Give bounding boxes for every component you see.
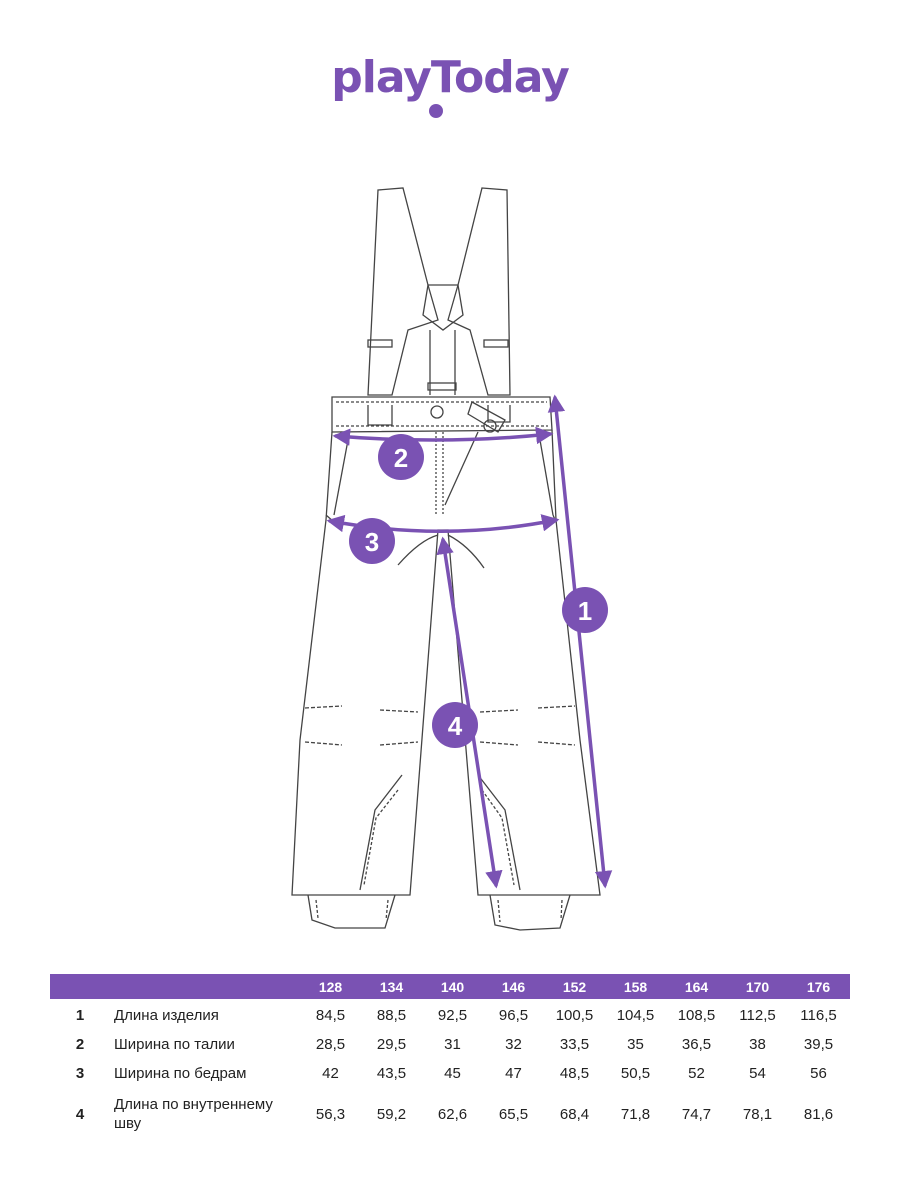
table-cell: 68,4 (559, 1105, 590, 1123)
size-header: 140 (440, 978, 465, 995)
table-cell: 36,5 (681, 1036, 712, 1053)
table-cell: 31 (444, 1036, 461, 1053)
marker-3-label: 3 (365, 527, 379, 557)
table-row: 2 Ширина по талии 28,5 29,5 31 32 33,5 3… (50, 1030, 850, 1059)
table-cell: 71,8 (620, 1105, 651, 1123)
table-cell: 33,5 (559, 1036, 590, 1053)
pants-diagram: 1 2 3 4 (291, 187, 613, 931)
marker-4-label: 4 (448, 711, 463, 741)
size-header: 158 (623, 978, 648, 995)
row-label: Длина по внутреннему шву (114, 1096, 273, 1132)
table-cell: 88,5 (376, 1006, 407, 1024)
table-cell: 39,5 (803, 1036, 834, 1053)
left-cuff (307, 894, 396, 929)
table-cell: 112,5 (739, 1006, 776, 1024)
table-cell: 116,5 (800, 1006, 837, 1024)
marker-1: 1 (562, 587, 608, 633)
row-number: 4 (75, 1105, 85, 1123)
table-row: 3 Ширина по бедрам 42 43,5 45 47 48,5 50… (50, 1059, 850, 1088)
table-cell: 100,5 (555, 1006, 594, 1024)
table-cell: 54 (749, 1065, 766, 1082)
row-label: Ширина по бедрам (114, 1065, 247, 1082)
row-label: Ширина по талии (114, 1036, 235, 1053)
table-cell: 45 (444, 1065, 461, 1082)
table-cell: 48,5 (559, 1065, 590, 1082)
table-cell: 92,5 (437, 1006, 468, 1024)
size-header: 146 (501, 978, 526, 995)
table-cell: 29,5 (376, 1036, 407, 1053)
row-number: 3 (75, 1065, 85, 1082)
table-cell: 28,5 (315, 1036, 346, 1053)
table-cell: 74,7 (681, 1105, 712, 1123)
size-table-header: 128 134 140 146 152 158 164 170 176 (50, 974, 850, 999)
table-cell: 35 (627, 1036, 644, 1053)
right-strap (447, 187, 511, 396)
table-cell: 59,2 (376, 1105, 407, 1123)
table-cell: 84,5 (315, 1006, 346, 1024)
size-header: 134 (379, 978, 404, 995)
table-cell: 65,5 (498, 1105, 529, 1123)
left-strap (367, 187, 439, 396)
table-cell: 42 (322, 1065, 339, 1082)
table-cell: 96,5 (498, 1006, 529, 1024)
table-cell: 50,5 (620, 1065, 651, 1082)
table-cell: 81,6 (803, 1105, 834, 1123)
pants-outline (291, 429, 601, 896)
size-table: 128 134 140 146 152 158 164 170 176 1 Дл… (50, 974, 850, 1140)
table-cell: 38 (749, 1036, 766, 1053)
measure-line-2 (332, 426, 554, 446)
size-header: 128 (318, 978, 343, 995)
size-header: 176 (806, 978, 831, 995)
table-cell: 52 (688, 1065, 705, 1082)
table-cell: 62,6 (437, 1105, 468, 1123)
table-row: 4 Длина по внутреннему шву 56,3 59,2 62,… (50, 1088, 850, 1140)
table-cell: 47 (505, 1065, 522, 1082)
table-cell: 56 (810, 1065, 827, 1082)
table-cell: 108,5 (677, 1006, 716, 1024)
size-header: 170 (745, 978, 770, 995)
table-cell: 56,3 (315, 1105, 346, 1123)
logo-dot-icon (429, 104, 443, 118)
marker-4: 4 (432, 702, 478, 748)
table-row: 1 Длина изделия 84,5 88,5 92,5 96,5 100,… (50, 1000, 850, 1030)
row-number: 1 (75, 1006, 85, 1024)
table-cell: 78,1 (742, 1105, 773, 1123)
marker-3: 3 (349, 518, 395, 564)
row-label: Длина изделия (114, 1006, 219, 1024)
center-strap (422, 284, 464, 331)
marker-1-label: 1 (578, 596, 592, 626)
table-cell: 104,5 (616, 1006, 655, 1024)
table-cell: 32 (505, 1036, 522, 1053)
marker-2-label: 2 (394, 443, 408, 473)
brand-logo-text: playToday (331, 52, 570, 103)
marker-2: 2 (378, 434, 424, 480)
row-number: 2 (75, 1036, 85, 1053)
measure-line-1 (547, 394, 613, 889)
table-cell: 43,5 (376, 1065, 407, 1082)
right-cuff (489, 894, 571, 931)
size-header: 152 (562, 978, 587, 995)
size-header: 164 (684, 978, 709, 995)
brand-logo: playToday (0, 52, 900, 103)
